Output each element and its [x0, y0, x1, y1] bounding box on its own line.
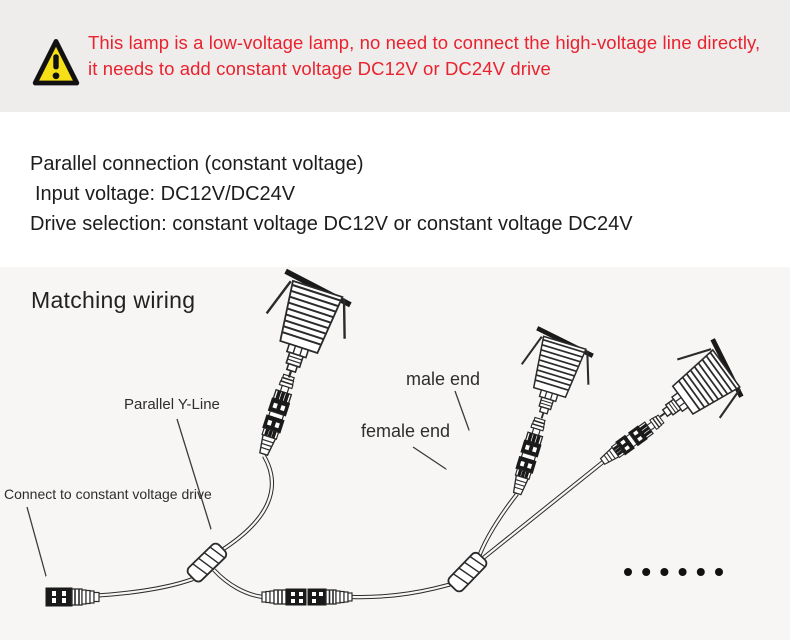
label-female-end: female end — [361, 421, 451, 441]
connector-chain-2 — [508, 415, 549, 497]
dot — [624, 568, 632, 576]
connector-chain-1 — [254, 372, 299, 458]
label-connect-drive: Connect to constant voltage drive — [4, 486, 212, 502]
exclamation-dot — [52, 72, 60, 80]
leader-arrows — [26, 390, 469, 576]
y-splitter-2 — [445, 549, 490, 595]
connector-chain-3 — [597, 411, 667, 469]
spec-parallel-connection: Parallel connection (constant voltage) — [30, 153, 364, 175]
warning-text: This lamp is a low-voltage lamp, no need… — [88, 30, 760, 82]
wiring-diagram-section: Matching wiring Parallel Y-Line male end… — [0, 267, 790, 640]
mated-connector-pair — [261, 588, 353, 606]
lamp-fixture-1 — [250, 270, 359, 390]
cables — [52, 454, 605, 600]
exclamation-bar — [53, 54, 59, 70]
lamp-fixture-2 — [508, 327, 600, 429]
connect-drive-arrow — [26, 506, 46, 576]
warning-triangle-icon — [32, 36, 80, 90]
female-end-arrow — [412, 446, 446, 469]
spec-drive-selection: Drive selection: constant voltage DC12V … — [30, 213, 633, 235]
warning-line-1: This lamp is a low-voltage lamp, no need… — [88, 32, 761, 53]
dot — [696, 568, 705, 576]
label-male-end: male end — [406, 369, 481, 389]
male-end-arrow — [454, 390, 469, 430]
diagram-title: Matching wiring — [31, 287, 196, 313]
parallel-y-line-arrow — [176, 418, 211, 529]
warning-triangle-svg — [32, 39, 80, 86]
dot — [642, 568, 651, 576]
warning-line-2: it needs to add constant voltage DC12V o… — [88, 58, 551, 79]
dot — [678, 568, 687, 576]
drive-connector — [45, 587, 100, 607]
dot — [660, 568, 669, 576]
dot — [715, 568, 723, 576]
spec-input-voltage: Input voltage: DC12V/DC24V — [35, 183, 296, 205]
label-parallel-y-line: Parallel Y-Line — [124, 396, 220, 413]
warning-banner: This lamp is a low-voltage lamp, no need… — [0, 0, 790, 112]
wiring-diagram-art — [26, 267, 790, 607]
spec-section: Parallel connection (constant voltage) I… — [0, 112, 790, 267]
continuation-dots — [624, 568, 723, 576]
